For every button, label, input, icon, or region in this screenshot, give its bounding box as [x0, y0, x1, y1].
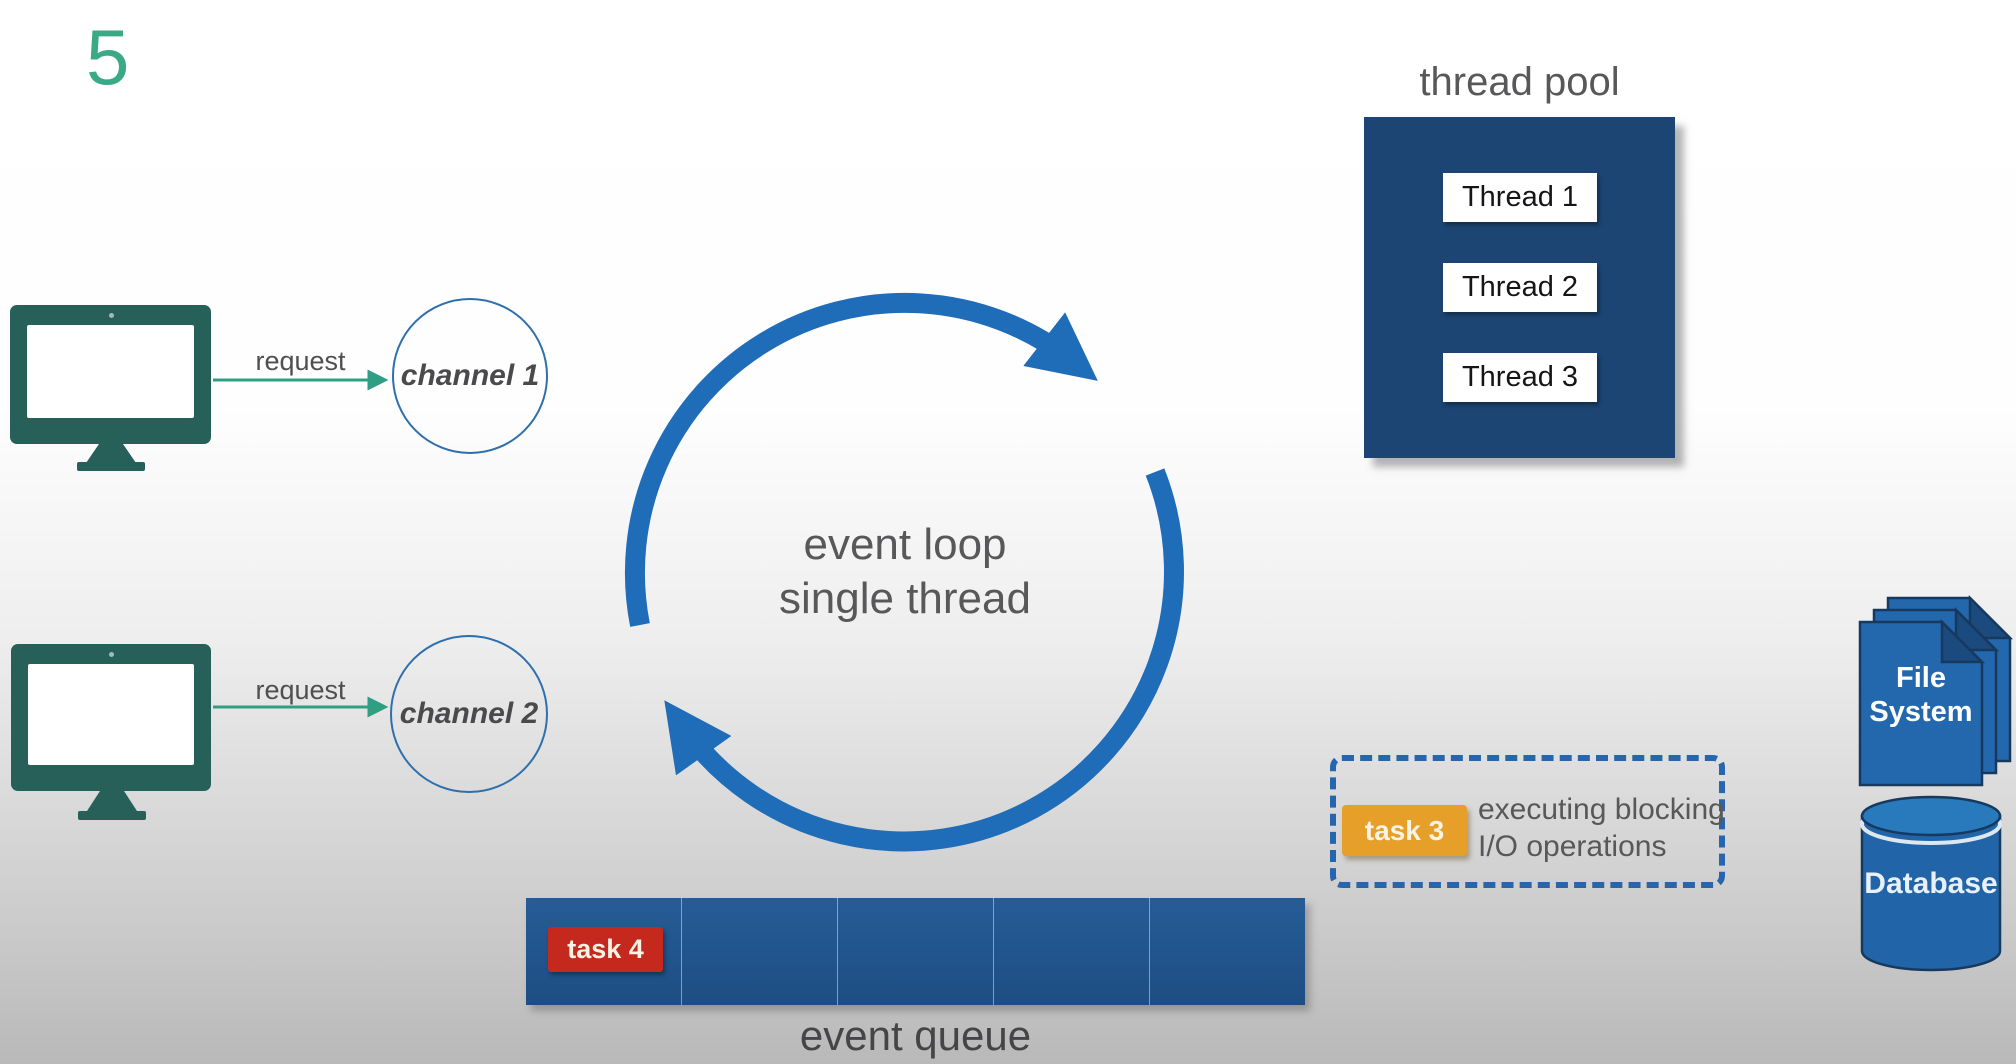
monitor-screen — [28, 664, 194, 765]
queue-cell-5 — [1150, 898, 1305, 1005]
monitor-stand-neck — [87, 791, 137, 811]
event-loop-caption: event loop single thread — [700, 518, 1110, 626]
channel-1-label: channel 1 — [400, 359, 540, 392]
blocking-io-description-line2: I/O operations — [1478, 830, 1667, 863]
channel-1-circle: channel 1 — [392, 298, 548, 454]
task-3-chip: task 3 — [1342, 805, 1467, 856]
file-system-label-line2: System — [1869, 696, 1973, 728]
queue-cell-2 — [682, 898, 838, 1005]
camera-dot-icon — [108, 313, 114, 318]
blocking-io-box — [1330, 755, 1725, 888]
client-monitor-2 — [11, 644, 211, 791]
monitor-screen — [27, 325, 194, 418]
thread-3: Thread 3 — [1443, 353, 1597, 402]
monitor-stand-neck — [86, 444, 136, 463]
blocking-io-description: executing blocking I/O operations — [1478, 791, 1728, 865]
event-queue-label: event queue — [799, 1012, 1032, 1059]
queue-cell-1 — [526, 898, 682, 1005]
slide-number: 5 — [86, 13, 130, 101]
thread-1: Thread 1 — [1443, 173, 1597, 222]
blocking-io-description-line1: executing blocking — [1478, 793, 1725, 826]
monitor-stand-base — [78, 811, 146, 820]
file-system-label: File System — [1860, 661, 1982, 729]
thread-2: Thread 2 — [1443, 263, 1597, 312]
client-monitor-1 — [10, 305, 211, 444]
database-label: Database — [1864, 867, 1998, 900]
request-label-2: request — [255, 675, 346, 705]
channel-2-circle: channel 2 — [390, 635, 548, 793]
monitor-stand-base — [77, 462, 145, 471]
thread-pool-title: thread pool — [1419, 60, 1620, 104]
queue-cell-3 — [838, 898, 994, 1005]
event-loop-caption-line1: event loop — [803, 520, 1007, 569]
channel-2-label: channel 2 — [399, 697, 539, 730]
camera-dot-icon — [109, 652, 114, 657]
thread-pool-box: Thread 1 Thread 2 Thread 3 — [1364, 117, 1675, 458]
event-loop-caption-line2: single thread — [779, 574, 1031, 623]
task-4-chip: task 4 — [548, 927, 663, 972]
file-system-label-line1: File — [1896, 662, 1946, 694]
request-label-1: request — [255, 346, 346, 376]
queue-cell-4 — [994, 898, 1150, 1005]
